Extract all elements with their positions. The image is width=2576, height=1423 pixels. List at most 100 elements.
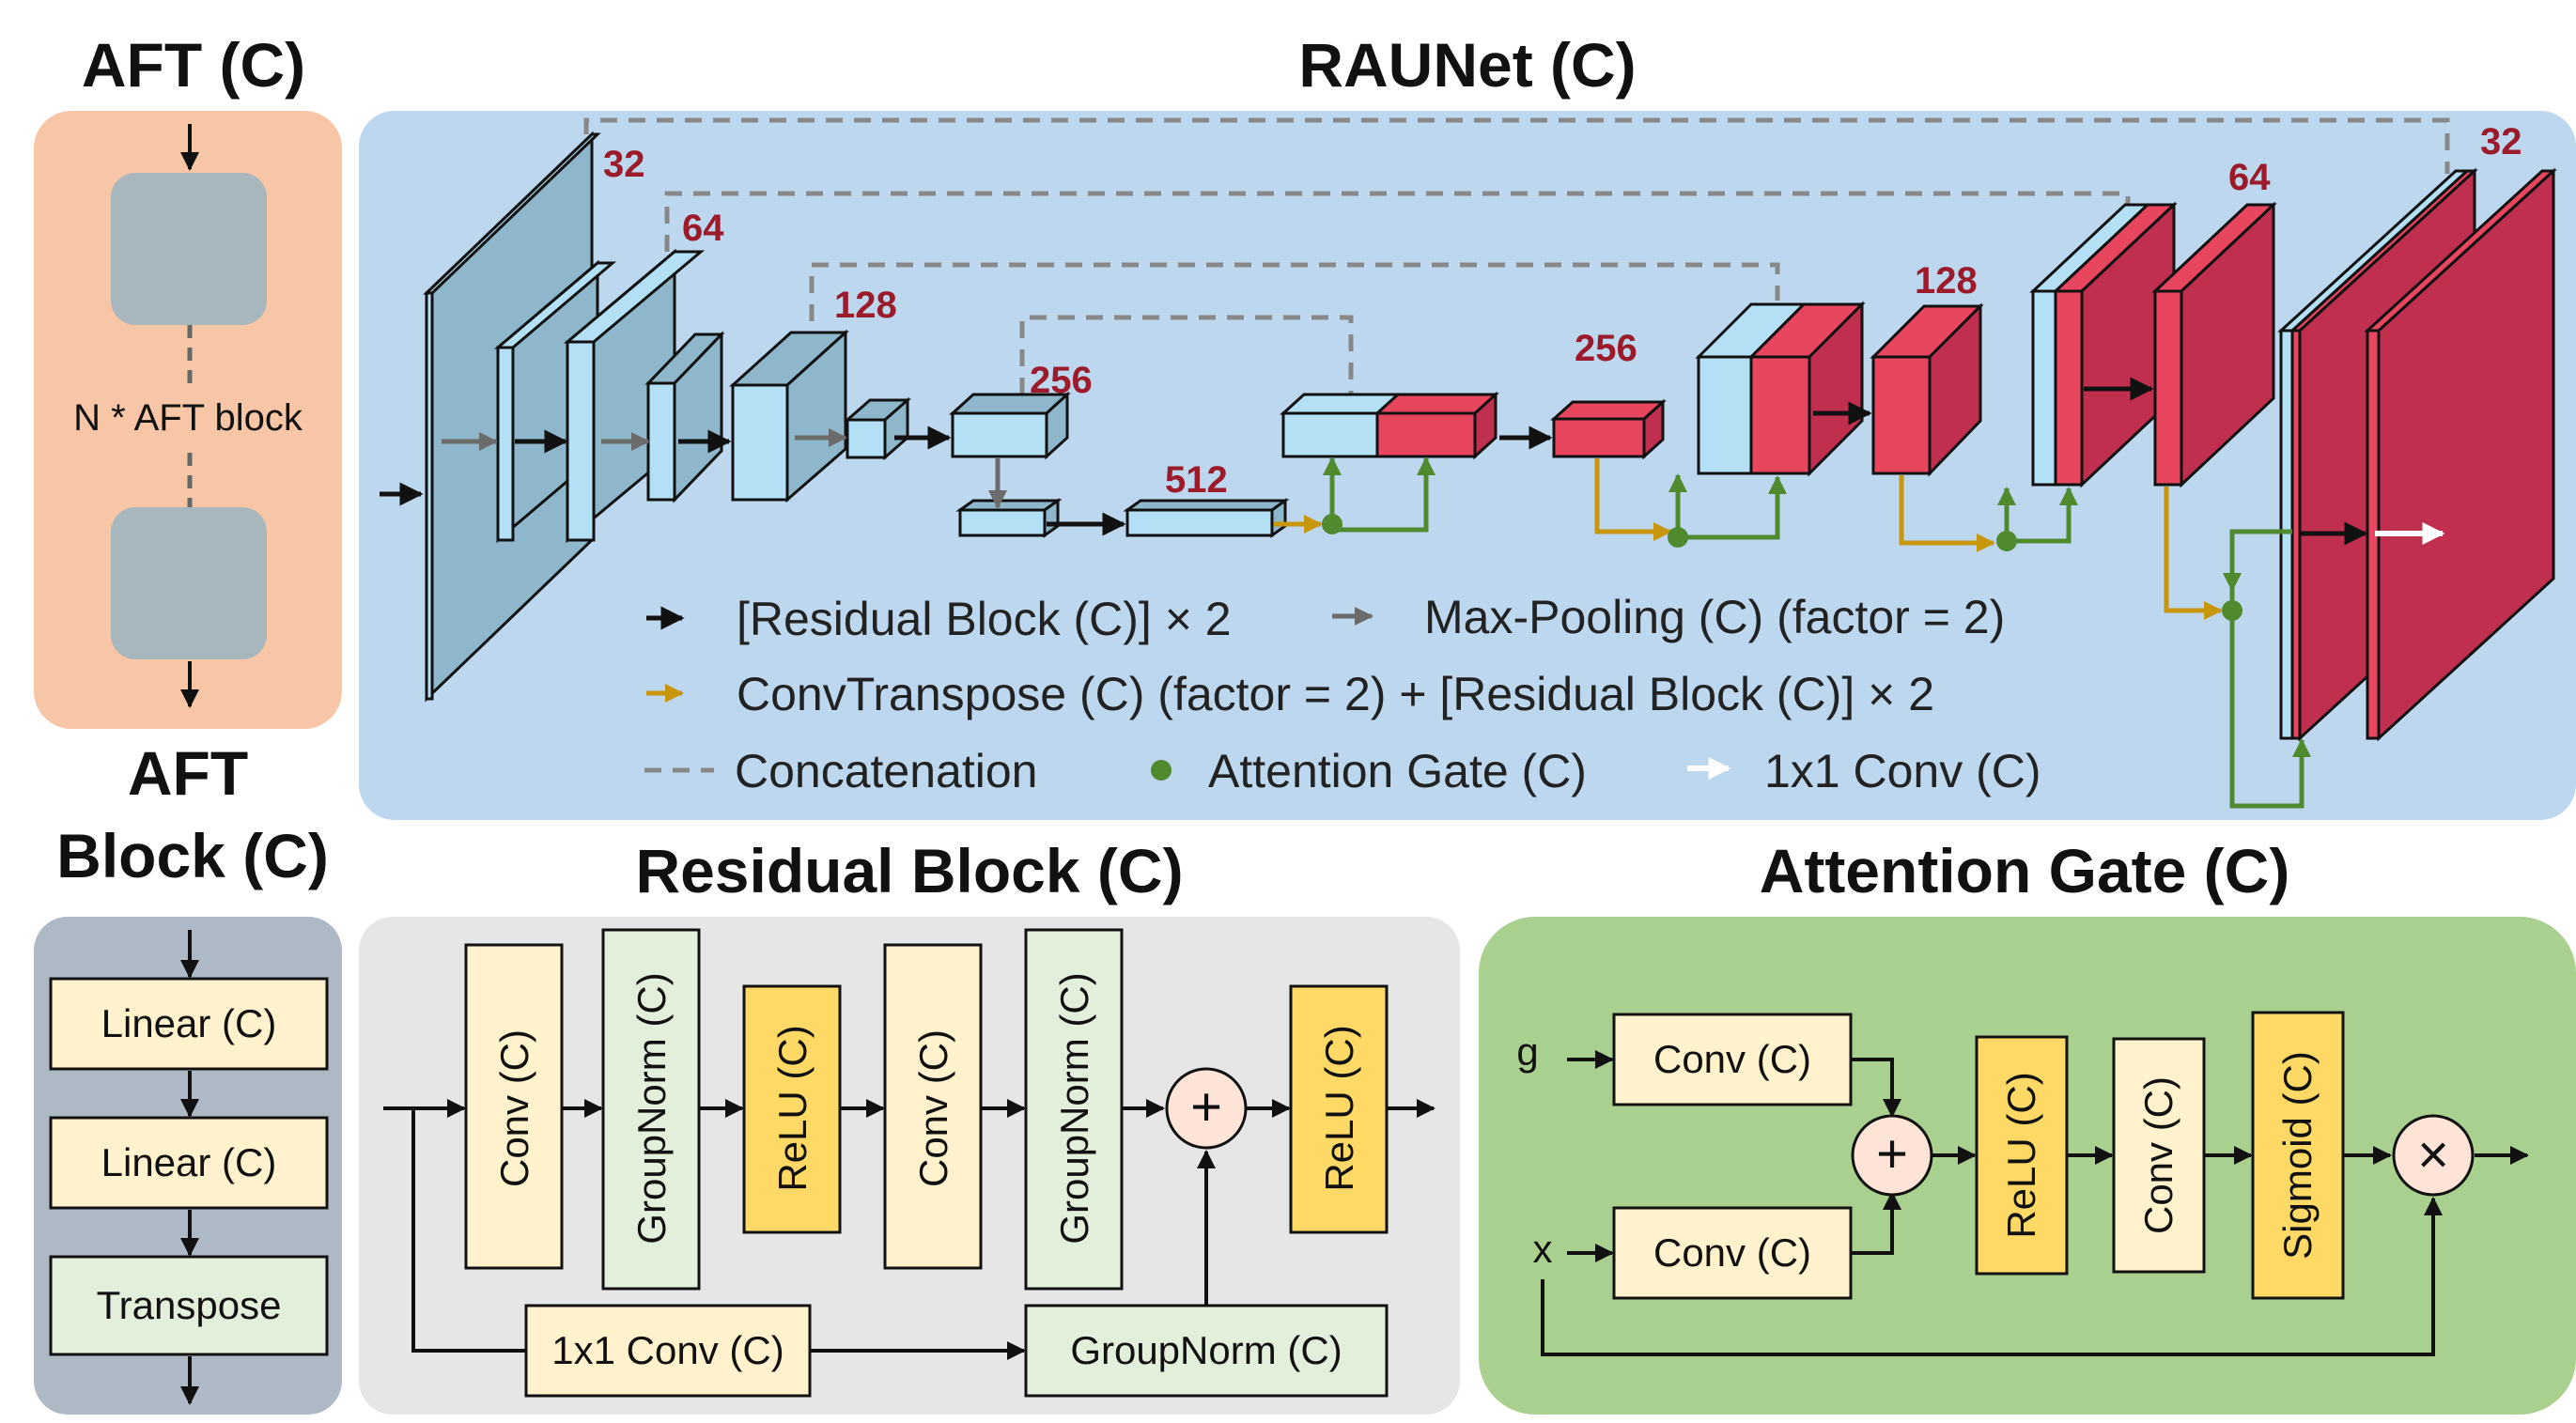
- attention-layer-conv-label: Conv (C): [2136, 1076, 2180, 1234]
- decoder: [1280, 167, 2557, 742]
- channel-label-256-left: 256: [1030, 360, 1093, 401]
- residual-layer-groupnorm-2: [1024, 928, 1124, 1291]
- aft-block-layer-linear-2: [49, 1116, 329, 1210]
- legend-attention: Attention Gate (C): [1208, 745, 1587, 797]
- residual-layer-conv-1: [464, 943, 564, 1270]
- aft-block-layer-linear-1-label: Linear (C): [101, 1001, 277, 1045]
- attention-x-bypass: [1541, 1197, 2443, 1356]
- convtranspose-arrow-128: [1899, 475, 1995, 552]
- channel-label-32-right: 32: [2480, 121, 2522, 162]
- legend: [Residual Block (C)] × 2 Max-Pooling (C)…: [644, 591, 2041, 797]
- legend-convtranspose: ConvTranspose (C) (factor = 2) + [Residu…: [737, 668, 1934, 720]
- decoder-block-64: [2029, 201, 2277, 488]
- aft-block-layer-transpose-label: Transpose: [97, 1283, 282, 1327]
- aft-block-title-line1: AFT: [128, 738, 248, 808]
- convtranspose-arrows: [1274, 458, 2223, 620]
- attention-dot-128: [1668, 527, 1688, 548]
- attention-dots: [1322, 514, 2242, 621]
- residual-layer-relu-1: [742, 984, 842, 1234]
- attention-x-to-add: [1851, 1191, 1901, 1255]
- times-icon: ×: [2417, 1124, 2449, 1185]
- aft-diagram: N * AFT block: [73, 124, 303, 708]
- residual-layer-groupnorm-2-label: GroupNorm (C): [1052, 972, 1096, 1244]
- attention-layer-relu-label: ReLU (C): [1999, 1072, 2043, 1238]
- attention-conv-g: [1612, 1013, 1853, 1106]
- attention-flow-256-right: [1332, 456, 1435, 533]
- encoder-block-256: [844, 391, 1071, 461]
- raunet-panel: [359, 111, 2576, 820]
- aft-block-title-line2: Block (C): [56, 821, 329, 890]
- residual-layer-groupnorm-1-label: GroupNorm (C): [629, 972, 674, 1244]
- attention-mul-node: [2392, 1114, 2475, 1197]
- aft-title: AFT (C): [82, 30, 305, 100]
- raunet-title: RAUNet (C): [1298, 30, 1636, 100]
- attention-flow-64-right: [2007, 487, 2078, 544]
- skip-connection-64: [664, 191, 2131, 252]
- attention-layer-sigmoid: [2251, 1011, 2345, 1300]
- attention-input-g: g: [1516, 1029, 1538, 1074]
- attention-gate-title: Attention Gate (C): [1760, 836, 2290, 905]
- residual-layer-groupnorm-1: [601, 928, 701, 1291]
- decoder-block-32: [2277, 167, 2557, 742]
- legend-attention-dot-icon: [1151, 760, 1172, 781]
- aft-block-layer-linear-2-label: Linear (C): [101, 1140, 277, 1184]
- legend-maxpool: Max-Pooling (C) (factor = 2): [1424, 591, 2005, 643]
- residual-layer-conv-2: [883, 943, 983, 1270]
- aft-repeat-label: N * AFT block: [73, 397, 303, 439]
- channel-label-256-right: 256: [1575, 328, 1637, 369]
- attention-dot-64: [1996, 531, 2017, 551]
- skip-connection-256: [1019, 315, 1354, 404]
- skip-connection-32: [583, 117, 2450, 174]
- attention-input-x: x: [1533, 1227, 1553, 1271]
- decoder-block-128: [1695, 301, 1984, 477]
- skip-connection-128: [809, 262, 1780, 321]
- residual-layer-conv-1-label: Conv (C): [492, 1029, 536, 1187]
- residual-layer-conv-2-label: Conv (C): [911, 1029, 955, 1187]
- attention-plus-icon: +: [1876, 1123, 1908, 1184]
- attention-layer-relu: [1975, 1035, 2069, 1276]
- attention-conv-x-label: Conv (C): [1653, 1230, 1811, 1275]
- attention-g-to-add: [1851, 1058, 1901, 1118]
- attention-dot-256: [1322, 514, 1342, 534]
- aft-block-layer-linear-1: [49, 977, 329, 1071]
- raunet-diagram: 32 64 128 256 512 256 128 64 32 [Residua…: [380, 117, 2557, 809]
- aft-block-top: [111, 173, 267, 325]
- channel-label-128-right: 128: [1915, 260, 1978, 302]
- decoder-block-256: [1280, 391, 1667, 460]
- aft-block-bottom: [111, 507, 267, 659]
- residual-layer-relu-2: [1289, 984, 1389, 1234]
- residual-skip-conv-label: 1x1 Conv (C): [551, 1328, 784, 1372]
- attention-conv-g-label: Conv (C): [1653, 1037, 1811, 1081]
- attention-layer-sigmoid-label: Sigmoid (C): [2275, 1051, 2320, 1260]
- residual-add-node: [1165, 1067, 1248, 1150]
- attention-gate-diagram: g x Conv (C) Conv (C) + ReLU (C) Conv (C…: [1516, 1011, 2529, 1356]
- aft-block-diagram: Linear (C) Linear (C) Transpose: [49, 930, 329, 1405]
- encoder-block-64: [493, 248, 706, 544]
- residual-layer-relu-2-label: ReLU (C): [1317, 1025, 1361, 1191]
- attention-flow-32-down: [2229, 611, 2311, 809]
- legend-concat: Concatenation: [735, 745, 1037, 797]
- encoder: [423, 131, 1290, 703]
- channel-label-64-left: 64: [682, 208, 724, 249]
- residual-block-diagram: Conv (C) GroupNorm (C) ReLU (C) Conv (C)…: [383, 928, 1435, 1398]
- aft-block-layer-transpose: [49, 1255, 329, 1356]
- residual-skip-groupnorm-label: GroupNorm (C): [1070, 1328, 1342, 1372]
- residual-skip-groupnorm: [1024, 1304, 1389, 1398]
- attention-dot-32: [2222, 600, 2242, 621]
- legend-conv1x1: 1x1 Conv (C): [1764, 745, 2041, 797]
- maxpool-arrows: [442, 428, 1007, 509]
- channel-label-512: 512: [1165, 459, 1228, 501]
- residual-skip-conv: [524, 1304, 812, 1398]
- attention-add-node: [1851, 1114, 1933, 1197]
- attention-layer-conv: [2112, 1037, 2206, 1274]
- legend-residual: [Residual Block (C)] × 2: [737, 593, 1232, 645]
- convtranspose-arrow-64: [2164, 487, 2223, 620]
- channel-label-32-left: 32: [603, 144, 645, 185]
- convtranspose-arrow-256: [1594, 458, 1672, 541]
- residual-skip-line: [411, 1108, 526, 1353]
- channel-label-128-left: 128: [834, 285, 897, 326]
- residual-block-title: Residual Block (C): [635, 836, 1183, 905]
- attention-flow-128-right: [1678, 475, 1787, 540]
- residual-arrows: [380, 377, 2368, 546]
